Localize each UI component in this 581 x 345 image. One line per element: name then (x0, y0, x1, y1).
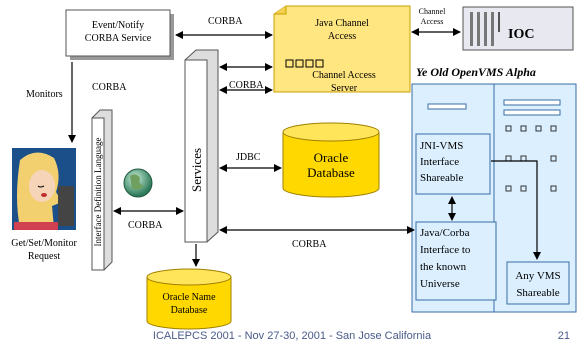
edge-monitors: Monitors (26, 89, 63, 100)
edge-corba-bottom: CORBA (292, 239, 327, 250)
vms-title: Ye Old OpenVMS Alpha (416, 65, 536, 79)
page-number: 21 (558, 330, 570, 342)
footer-text: ICALEPCS 2001 - Nov 27-30, 2001 - San Jo… (153, 330, 432, 342)
any-vms-label-line-2: Shareable (516, 287, 559, 299)
jni-vms-label-line-1: JNI-VMS (420, 140, 463, 152)
oracle-database-label-line-2: Database (307, 165, 355, 180)
any-vms-label-line-1: Any VMS (515, 270, 560, 282)
user-at-computer-icon (12, 148, 76, 230)
edge-jdbc: JDBC (236, 152, 261, 163)
event-notify-label-line-1: Event/Notify (92, 20, 144, 31)
java-corba-label-line-4: Universe (420, 278, 460, 290)
ioc-crate: IOC (462, 6, 574, 51)
any-vms-shareable-box: Any VMS Shareable (506, 261, 570, 305)
edge-corba-top: CORBA (208, 16, 243, 27)
services-pillar: Services (184, 49, 219, 243)
connectors (68, 28, 541, 267)
jni-vms-label-line-2: Interface (420, 156, 459, 168)
jni-vms-label-line-3: Shareable (420, 172, 463, 184)
edge-channel-access-line-2: Access (421, 17, 444, 26)
java-corba-label-line-1: Java/Corba (420, 227, 470, 239)
java-channel-access-label-line-2: Access (328, 31, 356, 42)
channel-access-server-label-line-2: Server (331, 83, 358, 94)
oracle-database-label-line-1: Oracle (314, 150, 349, 165)
java-corba-label-line-3: the known (420, 261, 467, 273)
idl-pillar: Interface Definition Language (91, 109, 113, 271)
user-request-label-line-1: Get/Set/Monitor (11, 238, 77, 249)
ioc-label: IOC (508, 27, 534, 42)
java-corba-label-line-2: Interface to (420, 244, 471, 256)
edge-corba-cas: CORBA (229, 80, 264, 91)
edge-corba-user: CORBA (128, 220, 163, 231)
user-request-label-line-2: Request (28, 251, 60, 262)
channel-access-server-label-line-1: Channel Access (312, 70, 376, 81)
idl-label: Interface Definition Language (93, 138, 103, 247)
java-channel-access-label-line-1: Java Channel (315, 18, 369, 29)
channel-access-squares-icon (285, 59, 324, 68)
event-notify-label-line-2: CORBA Service (85, 33, 152, 44)
globe-icon (123, 168, 153, 198)
oracle-name-database-label-line-2: Database (171, 305, 208, 316)
services-label: Services (189, 148, 204, 192)
edge-channel-access-line-1: Channel (419, 7, 446, 16)
oracle-name-database-label-line-1: Oracle Name (162, 292, 216, 303)
edge-corba-monitors: CORBA (92, 82, 127, 93)
